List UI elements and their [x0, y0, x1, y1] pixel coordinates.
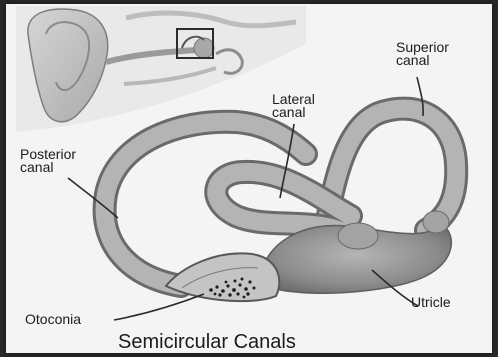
lateral-canal-label: Lateral canal	[272, 93, 315, 119]
semicircular-canals-figure: Superior canal Lateral canal Posterior c…	[6, 4, 492, 353]
superior-canal-label: Superior canal	[396, 41, 449, 67]
otoconia-leader	[114, 294, 204, 320]
posterior-canal-label: Posterior canal	[20, 148, 76, 174]
figure-caption: Semicircular Canals	[118, 331, 296, 353]
otoconia-label: Otoconia	[25, 313, 81, 326]
utricle-label: Utricle	[411, 296, 451, 309]
ear-anatomy-inset	[16, 6, 306, 132]
